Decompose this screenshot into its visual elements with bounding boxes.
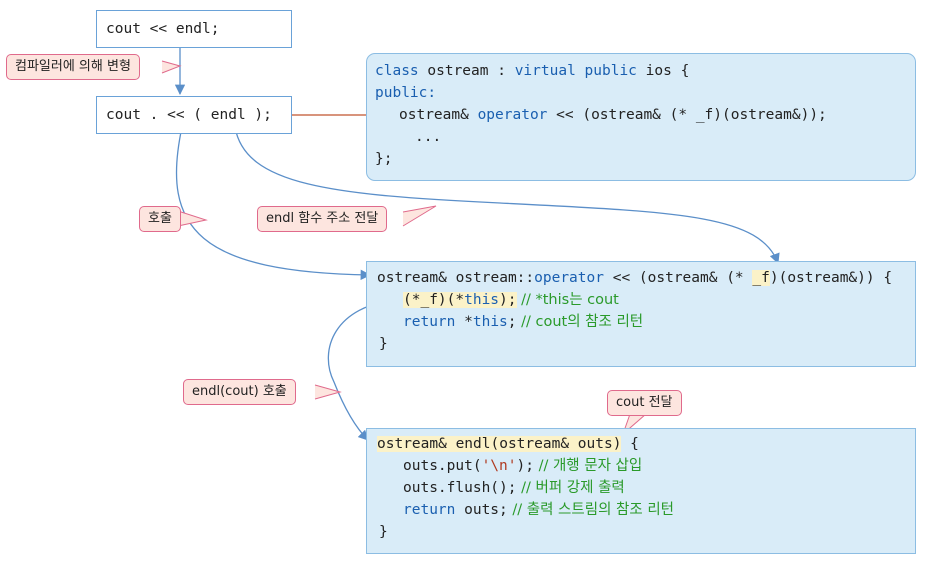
- original-statement: cout << endl;: [106, 21, 220, 37]
- endl-return-line: return outs; // 출력 스트림의 참조 리턴: [403, 499, 674, 521]
- code-text: ostream&: [399, 107, 478, 123]
- callout-pointer-call: [177, 210, 208, 227]
- endl-definition-panel: ostream& endl(ostream& outs) { outs.put(…: [366, 428, 916, 554]
- callout-pointer-endlcall: [314, 384, 342, 400]
- comment: // *this는 cout: [516, 292, 619, 308]
- operator-declaration: ostream& operator << (ostream& (* _f)(os…: [399, 104, 827, 126]
- code-text: )(ostream&)) {: [769, 270, 893, 286]
- callout-call: 호출: [139, 206, 181, 232]
- keyword: return: [403, 502, 456, 518]
- endl-close: }: [379, 524, 388, 540]
- comment: // 출력 스트림의 참조 리턴: [507, 502, 674, 518]
- comment: // cout의 참조 리턴: [516, 314, 644, 330]
- class-declaration-panel: class ostream : virtual public ios { pub…: [366, 53, 916, 181]
- code-text: );: [499, 292, 517, 308]
- code-text: outs.put(: [403, 458, 482, 474]
- return-line: return *this; // cout의 참조 리턴: [403, 311, 643, 333]
- string-literal: '\n': [481, 458, 517, 474]
- callout-endl-cout-call: endl(cout) 호출: [183, 379, 296, 405]
- keyword: class: [375, 63, 419, 79]
- comment: // 개행 문자 삽입: [533, 458, 643, 474]
- code-text: ostream :: [418, 63, 515, 79]
- callout-compile-transform: 컴파일러에 의해 변형: [6, 54, 140, 80]
- put-line: outs.put('\n'); // 개행 문자 삽입: [403, 455, 642, 477]
- class-close: };: [375, 151, 393, 167]
- code-text: outs;: [455, 502, 508, 518]
- callout-pass-cout: cout 전달: [607, 390, 682, 416]
- transformed-statement-box: cout . << ( endl );: [96, 96, 292, 134]
- keyword: virtual: [514, 63, 576, 79]
- original-statement-box: cout << endl;: [96, 10, 292, 48]
- code-text: (*_f)(*: [403, 292, 465, 308]
- keyword: this: [464, 292, 500, 308]
- keyword: operator: [477, 107, 548, 123]
- code-text: outs.flush();: [403, 480, 517, 496]
- keyword: return: [403, 314, 456, 330]
- code-text: ;: [507, 314, 517, 330]
- operator-definition-panel: ostream& ostream::operator << (ostream& …: [366, 261, 916, 367]
- callout-pointer-endl: [402, 205, 437, 227]
- access-specifier: public:: [375, 85, 437, 101]
- comment: // 버퍼 강제 출력: [516, 480, 625, 496]
- code-text: << (ostream& (*: [603, 270, 753, 286]
- endl-signature: ostream& endl(ostream& outs) {: [377, 433, 639, 455]
- flush-line: outs.flush(); // 버퍼 강제 출력: [403, 477, 625, 499]
- code-text: *: [455, 314, 473, 330]
- code-text: );: [516, 458, 534, 474]
- highlighted-call: (*_f)(*this);: [403, 292, 517, 308]
- highlighted-signature: ostream& endl(ostream& outs): [377, 436, 622, 452]
- class-line: class ostream : virtual public ios {: [375, 60, 689, 82]
- keyword: this: [472, 314, 508, 330]
- callout-pointer-transform: [161, 60, 182, 74]
- highlighted-param: _f: [752, 270, 770, 286]
- transformed-statement: cout . << ( endl );: [106, 107, 272, 123]
- ellipsis-line: ...: [415, 129, 442, 145]
- code-text: ostream& ostream::: [377, 270, 535, 286]
- code-text: ios {: [636, 63, 690, 79]
- code-text: << (ostream& (* _f)(ostream&));: [547, 107, 827, 123]
- function-call-line: (*_f)(*this); // *this는 cout: [403, 289, 619, 311]
- callout-pass-endl-address: endl 함수 주소 전달: [257, 206, 388, 232]
- call-arrow: [175, 126, 372, 281]
- code-text: {: [621, 436, 639, 452]
- operator-close: }: [379, 336, 388, 352]
- keyword: operator: [534, 270, 604, 286]
- operator-signature: ostream& ostream::operator << (ostream& …: [377, 267, 892, 289]
- keyword: public: [584, 63, 637, 79]
